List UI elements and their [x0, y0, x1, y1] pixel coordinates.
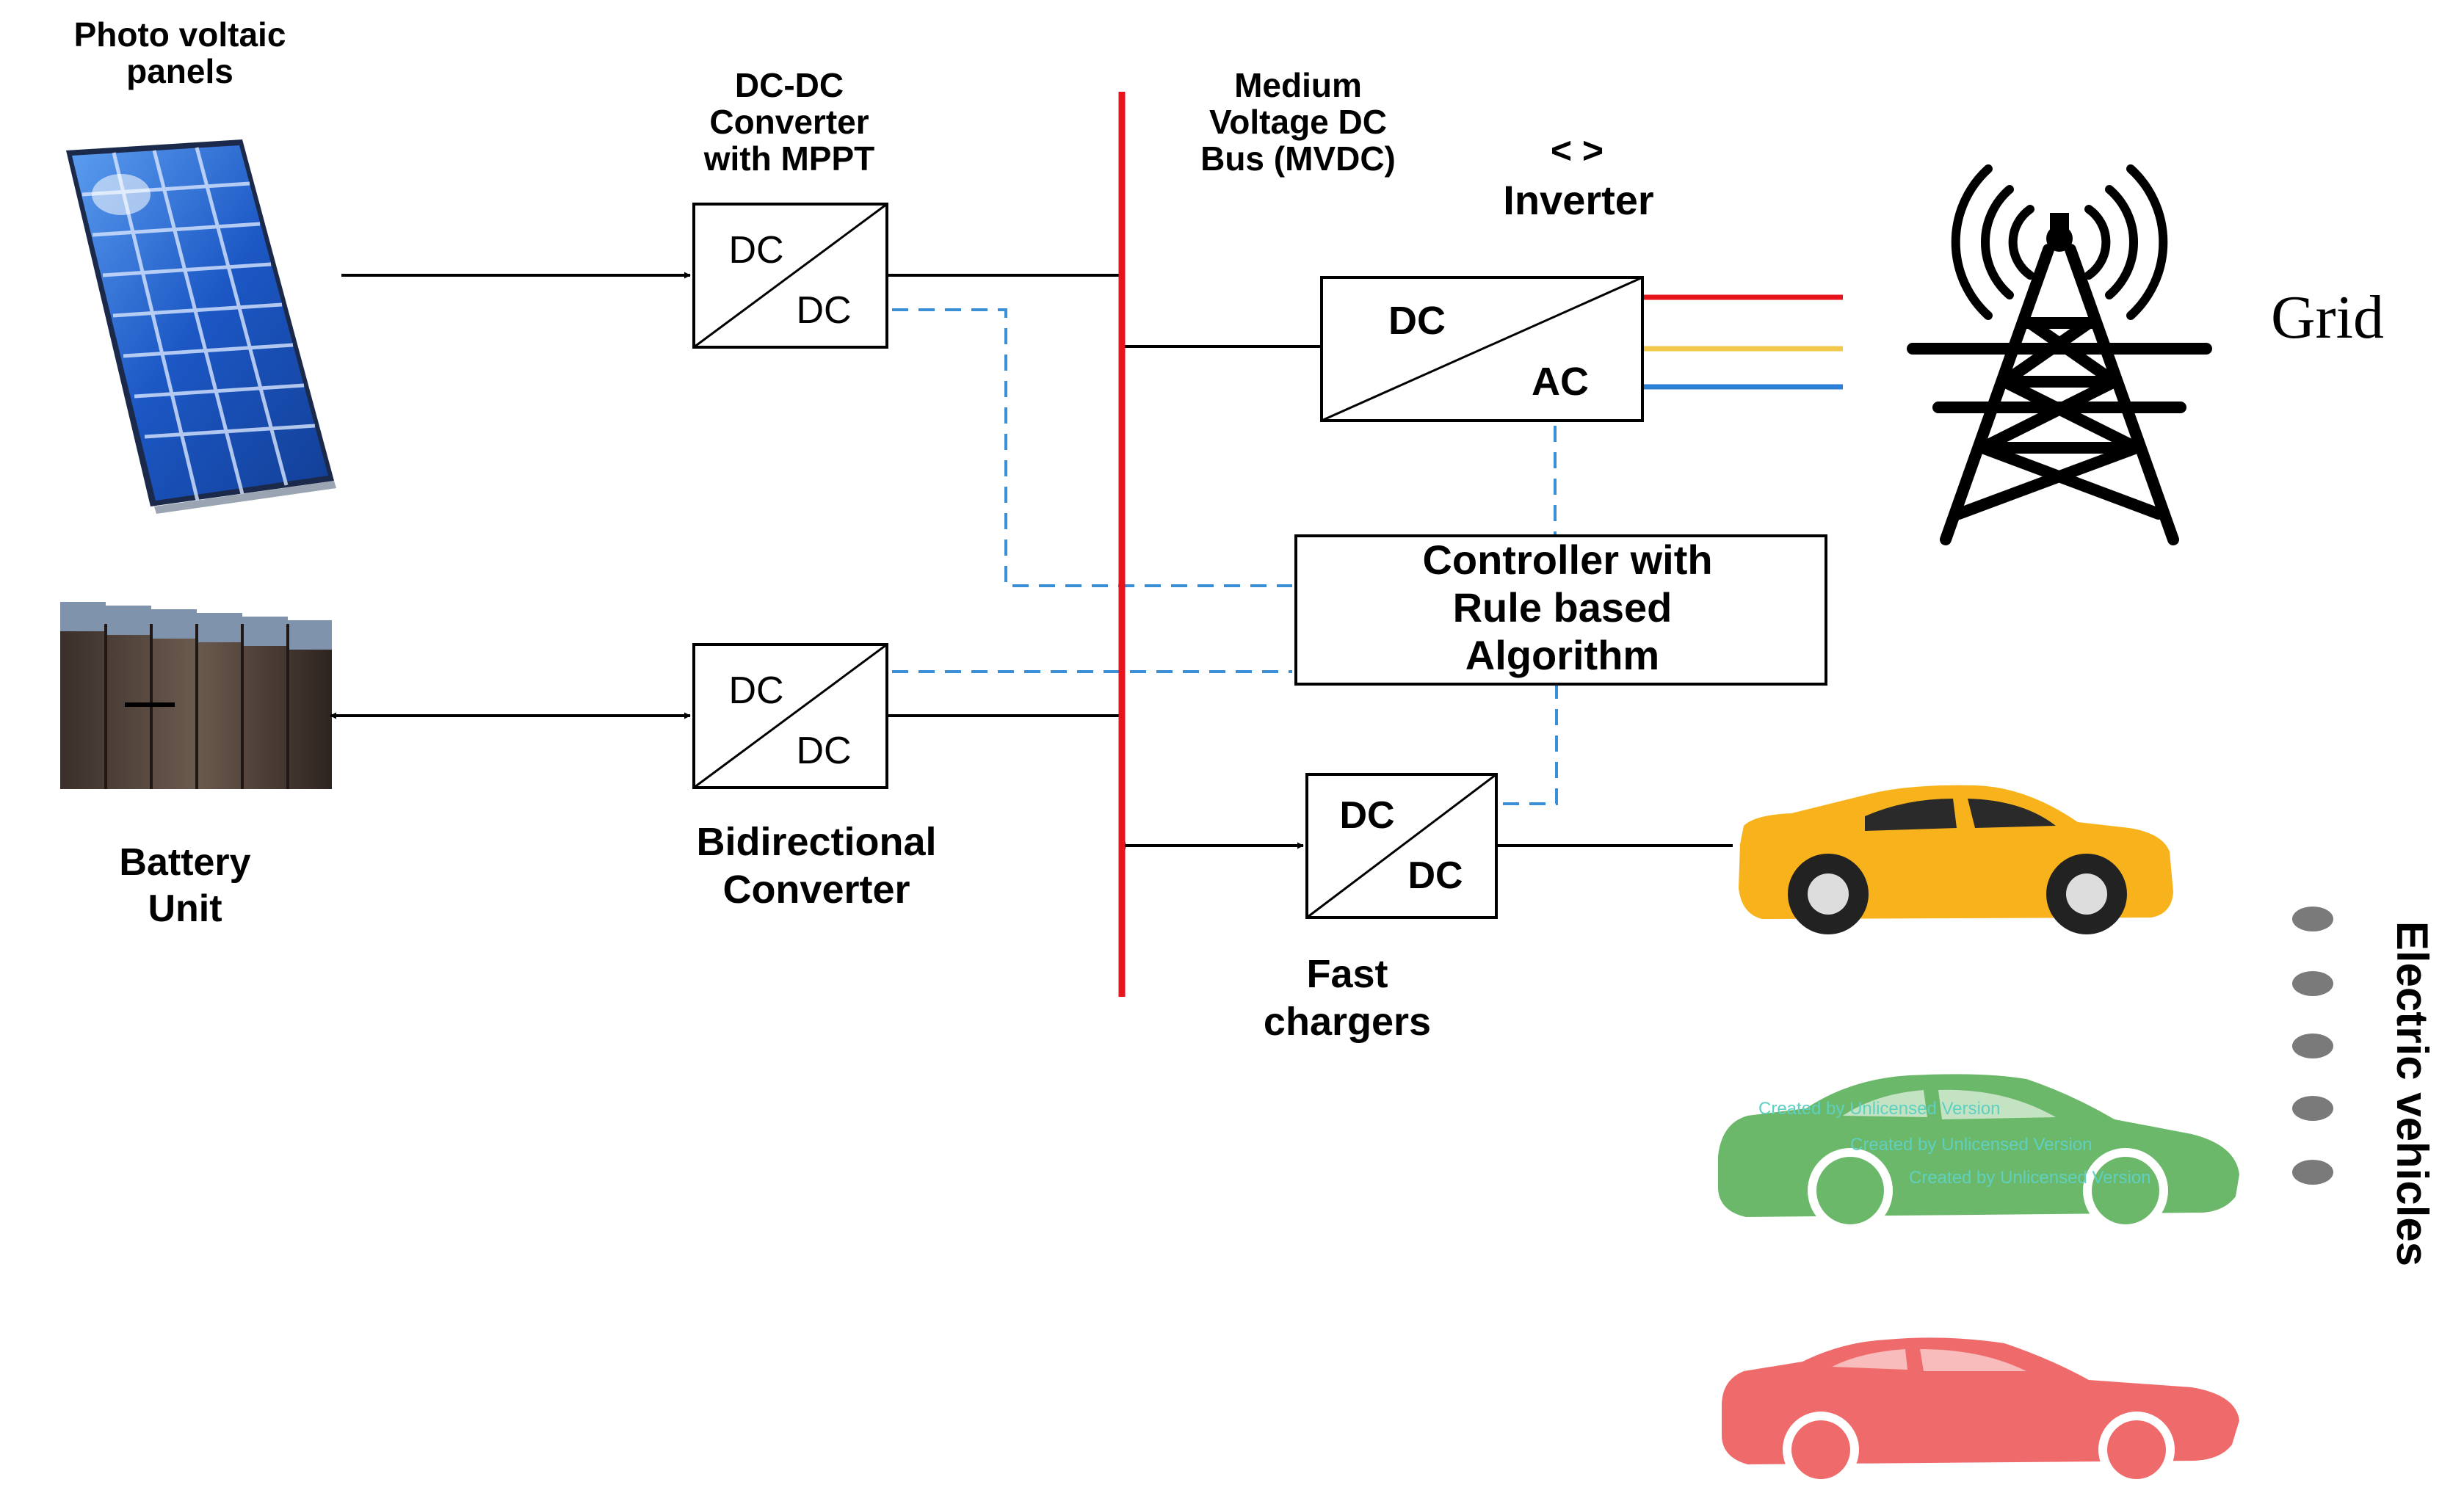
fast-dc-out: DC: [1407, 854, 1463, 897]
battery-icon: [60, 602, 332, 789]
bidir-dc-out: DC: [796, 730, 851, 772]
watermark-1: Created by Unlicensed Version: [1758, 1099, 2001, 1119]
fast-chargers-label-2: chargers: [1264, 1000, 1431, 1044]
watermark-2: Created by Unlicensed Version: [1850, 1135, 2092, 1155]
control-signal-lines: [892, 308, 1558, 805]
bidirectional-label-1: Bidirectional: [696, 820, 936, 864]
pv-panels-label-2: panels: [126, 52, 233, 90]
electric-vehicles-label: Electric vehicles: [2388, 921, 2437, 1266]
battery-label-2: Unit: [148, 887, 222, 930]
green-car-icon: [1718, 1074, 2239, 1233]
dcdc-mppt-converter: DC DC: [692, 203, 888, 349]
controller-label-1: Controller with: [1422, 537, 1712, 583]
bidir-dc-in: DC: [728, 669, 783, 712]
fast-chargers-label-1: Fast: [1306, 952, 1388, 996]
yellow-car-icon: [1739, 785, 2173, 934]
grid-label: Grid: [2271, 283, 2384, 352]
inverter-label: Inverter: [1503, 177, 1653, 223]
mvdc-label-2: Voltage DC: [1209, 103, 1387, 141]
ellipsis-dots-icon: [2292, 907, 2333, 1185]
watermark-3: Created by Unlicensed Version: [1909, 1168, 2151, 1188]
solar-panel-icon: [66, 139, 336, 514]
pv-panels-label-1: Photo voltaic: [74, 15, 286, 54]
bidirectional-label-2: Converter: [722, 868, 910, 912]
fast-charger-converter: DC DC: [1305, 773, 1498, 919]
dcdc-mppt-label-1: DC-DC: [735, 66, 844, 104]
mppt-dc-out: DC: [796, 289, 851, 332]
fast-dc-in: DC: [1339, 794, 1394, 837]
inverter-ac: AC: [1532, 360, 1589, 404]
mppt-dc-in: DC: [728, 229, 783, 272]
transmission-tower-icon: [1907, 164, 2212, 545]
inverter-arrows: < >: [1551, 130, 1604, 171]
dcdc-mppt-label-3: with MPPT: [703, 139, 875, 178]
battery-label-1: Battery: [119, 841, 250, 884]
controller-label-2: Rule based: [1453, 584, 1673, 631]
dcdc-mppt-label-2: Converter: [709, 103, 869, 141]
red-car-icon: [1722, 1337, 2239, 1488]
inverter-block: DC AC: [1320, 276, 1644, 422]
mvdc-label-1: Medium: [1234, 66, 1362, 104]
controller-label-3: Algorithm: [1465, 632, 1659, 678]
inverter-dc: DC: [1388, 299, 1446, 343]
controller-block: Controller with Rule based Algorithm: [1294, 534, 1827, 686]
ac-output-lines: [1639, 294, 1843, 390]
bidirectional-converter: DC DC: [692, 643, 888, 789]
mvdc-label-3: Bus (MVDC): [1200, 139, 1396, 178]
